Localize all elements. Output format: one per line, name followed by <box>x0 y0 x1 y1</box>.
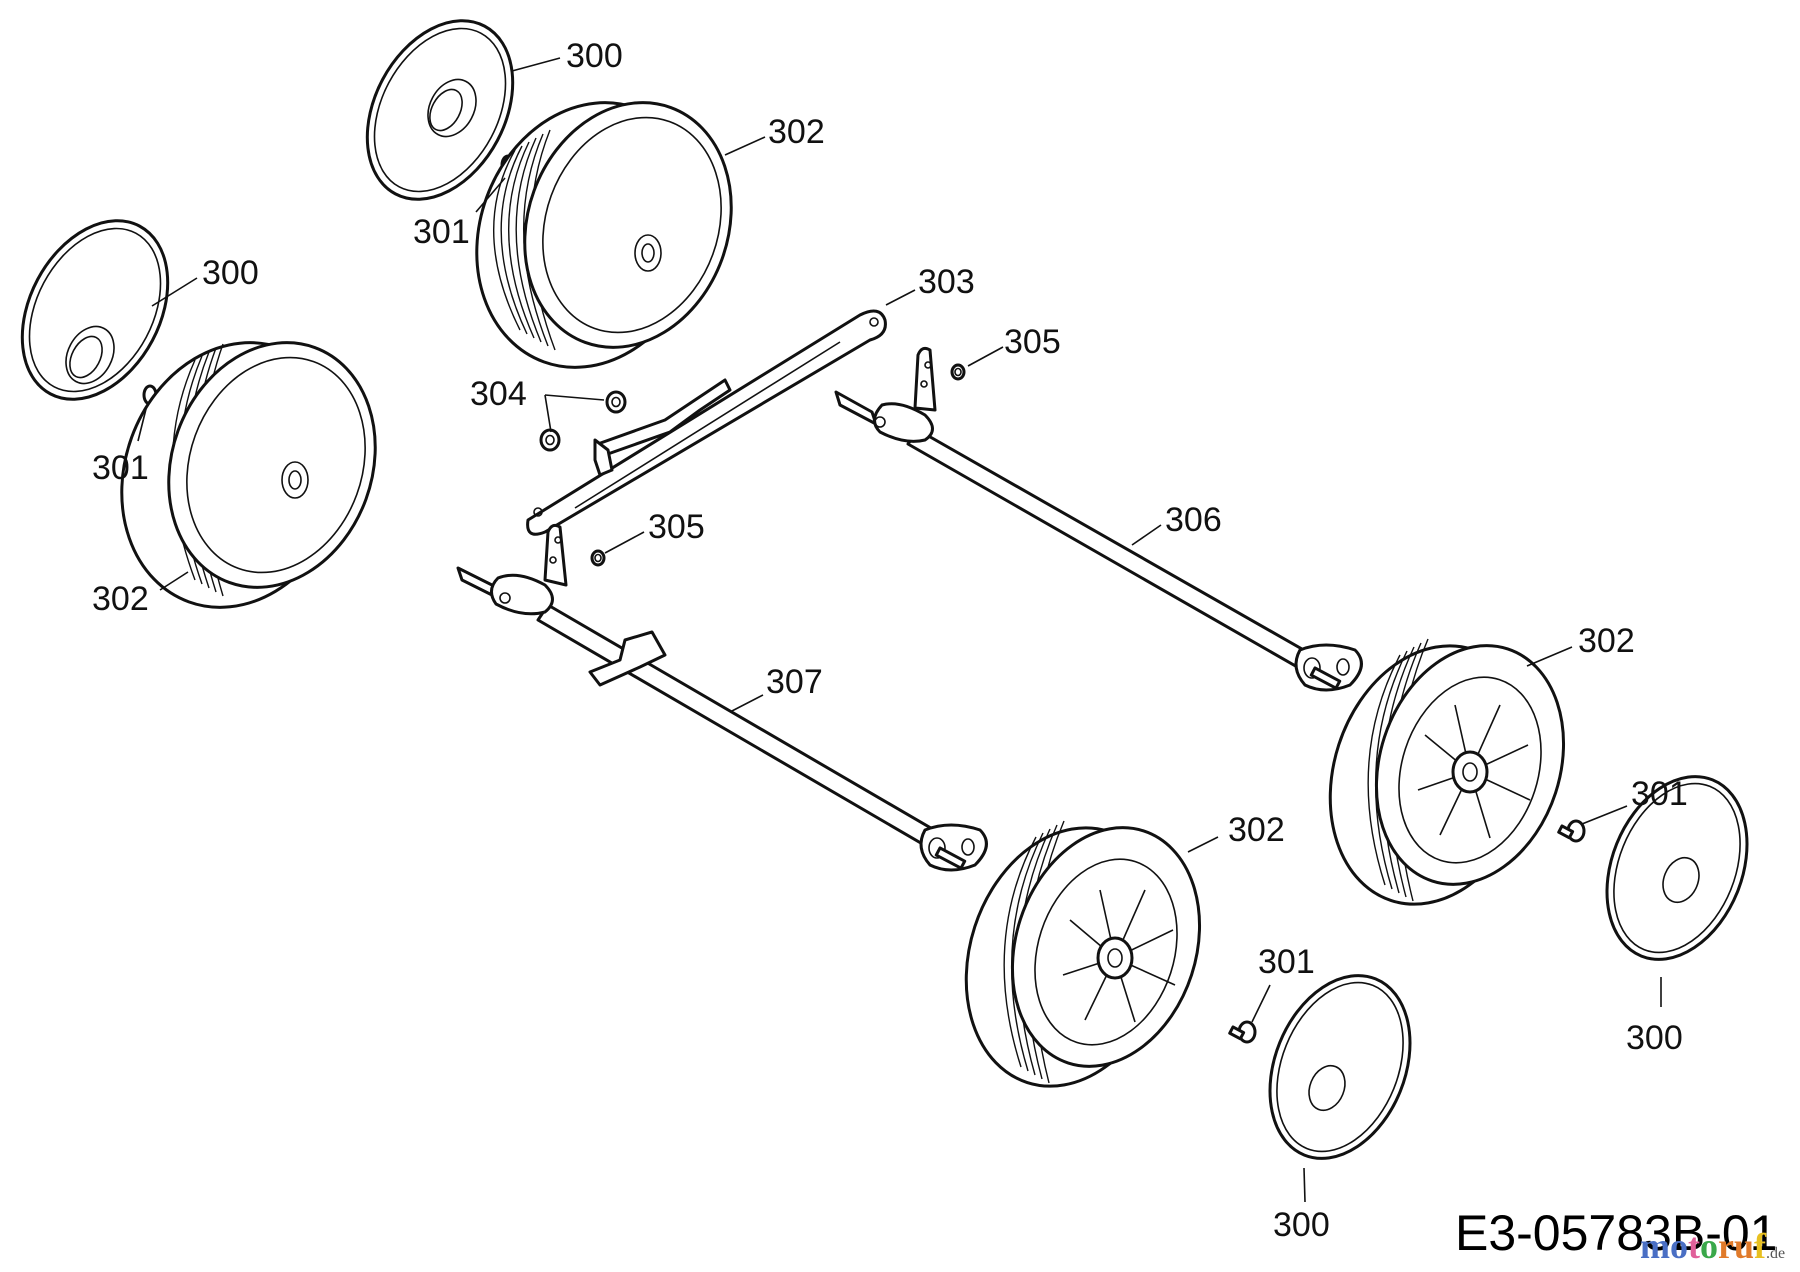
callout-301-right: 301 <box>1631 775 1688 813</box>
wheel-cap-right[interactable] <box>1581 756 1773 981</box>
watermark-letter: m <box>1640 1226 1670 1266</box>
watermark-tld: .de <box>1766 1245 1786 1262</box>
wheel-lower[interactable] <box>934 801 1229 1113</box>
callout-302-left: 302 <box>92 580 149 618</box>
callout-302-lower: 302 <box>1228 811 1285 849</box>
callout-302-right: 302 <box>1578 622 1635 660</box>
callout-306: 306 <box>1165 501 1222 539</box>
nut-upper[interactable] <box>605 390 627 414</box>
callout-305-lower: 305 <box>648 508 705 546</box>
nut-lower[interactable] <box>539 428 561 452</box>
wheel-screw-lower[interactable] <box>1228 1020 1257 1044</box>
front-axle[interactable] <box>456 523 988 872</box>
callout-301-lower: 301 <box>1258 943 1315 981</box>
callout-304: 304 <box>470 375 527 413</box>
callout-305-upper: 305 <box>1004 323 1061 361</box>
callout-307: 307 <box>766 663 823 701</box>
wheel-cap-upper[interactable] <box>338 0 542 224</box>
wheel-left[interactable] <box>85 311 408 640</box>
callout-303: 303 <box>918 263 975 301</box>
callout-300-lower: 300 <box>1273 1206 1330 1244</box>
callout-301-left: 301 <box>92 449 149 487</box>
wheel-cap-left[interactable] <box>0 196 197 425</box>
retaining-clip-upper[interactable] <box>950 363 966 381</box>
rear-axle[interactable] <box>834 346 1363 692</box>
watermark-letter: f <box>1754 1226 1767 1266</box>
watermark-letter: t <box>1688 1226 1700 1266</box>
callout-300-upper: 300 <box>566 37 623 75</box>
watermark-letter: r <box>1718 1226 1734 1266</box>
watermark-logo: motoruf.de <box>1640 1228 1785 1264</box>
callout-302-upper: 302 <box>768 113 825 151</box>
height-adjustment-bar[interactable] <box>526 309 887 536</box>
callout-301-upper: 301 <box>413 213 470 251</box>
watermark-letter: o <box>1700 1226 1718 1266</box>
wheel-right[interactable] <box>1298 619 1593 931</box>
callout-300-right: 300 <box>1626 1019 1683 1057</box>
wheel-cap-lower[interactable] <box>1244 955 1436 1180</box>
wheel-screw-right[interactable] <box>1557 819 1586 843</box>
drawing-number: E3-05783B-01 <box>1455 1205 1778 1261</box>
wheel-upper[interactable] <box>440 71 764 400</box>
callout-300-left: 300 <box>202 254 259 292</box>
watermark-letter: u <box>1733 1226 1755 1266</box>
watermark-letter: o <box>1670 1226 1688 1266</box>
leader-lines <box>137 57 1662 1203</box>
retaining-clip-lower[interactable] <box>590 549 606 567</box>
